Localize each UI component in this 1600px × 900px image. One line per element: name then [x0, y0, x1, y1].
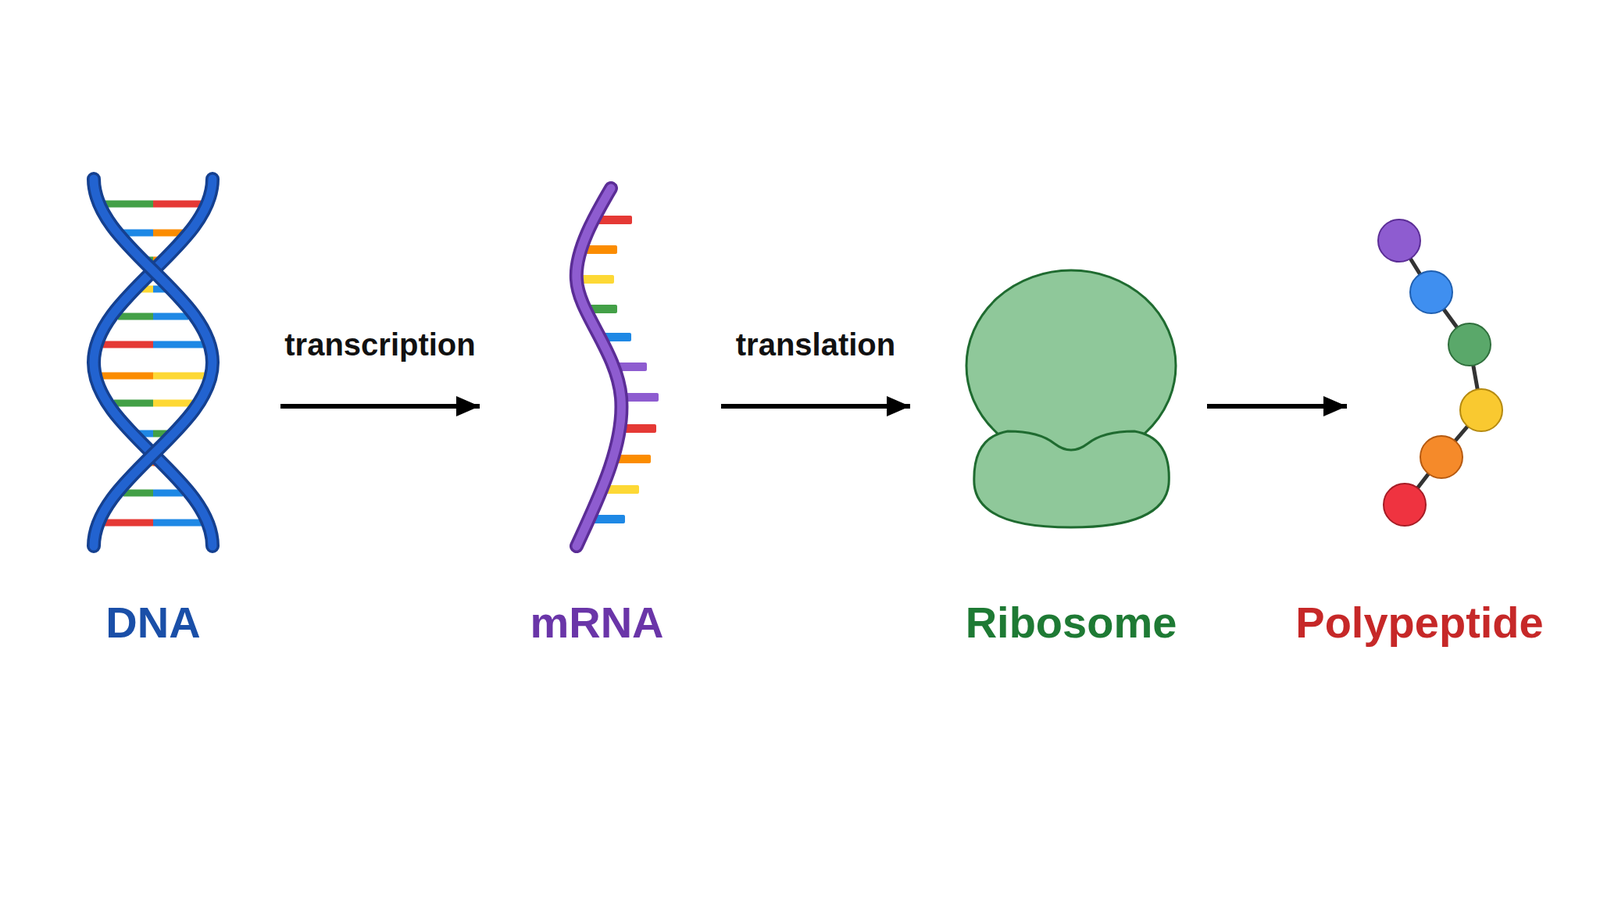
- node-label: DNA: [105, 596, 200, 649]
- base-pair: [153, 313, 189, 321]
- mrna-strand-group: [576, 188, 622, 547]
- mrna-strand: [576, 188, 622, 547]
- base-pair: [117, 313, 154, 321]
- base-pair: [104, 519, 154, 527]
- amino-acid: [1460, 389, 1503, 432]
- ribosome-node: Ribosome: [910, 171, 1208, 555]
- node-label: Polypeptide: [1295, 596, 1543, 649]
- base-pair: [153, 519, 202, 527]
- dna-strand: [93, 178, 213, 547]
- dna-strands: [93, 178, 213, 547]
- dna-node: DNA: [62, 171, 281, 555]
- dna-strand-outline: [93, 178, 213, 547]
- base-pair: [153, 341, 204, 349]
- ribosome-small-subunit: [974, 431, 1169, 528]
- polypeptide-node: Polypeptide: [1346, 171, 1550, 555]
- base-pair: [101, 372, 154, 380]
- base-pair: [153, 400, 193, 408]
- dna-strand-outline: [93, 178, 213, 547]
- base-pair: [114, 400, 154, 408]
- edge-label: transcription: [284, 325, 475, 364]
- mrna-strand-outline: [576, 188, 622, 547]
- base-pair: [153, 200, 201, 208]
- amino-acid: [1383, 483, 1426, 526]
- dna-strand: [93, 178, 213, 547]
- amino-acid: [1378, 219, 1421, 262]
- node-label: Ribosome: [965, 596, 1178, 649]
- base-pair: [105, 200, 154, 208]
- node-label: mRNA: [529, 596, 664, 649]
- polypeptide-chain: [1378, 219, 1503, 526]
- amino-acid: [1448, 323, 1491, 366]
- ribosome-large-subunit: [966, 270, 1176, 461]
- edge-label: translation: [735, 325, 896, 364]
- dna-base-pairs: [101, 203, 205, 523]
- process-arrow: [721, 403, 911, 409]
- base-pair: [153, 372, 205, 380]
- amino-acid: [1420, 435, 1463, 479]
- process-arrow: [280, 403, 480, 409]
- mrna-node: mRNA: [479, 171, 722, 555]
- base-pair: [103, 341, 154, 349]
- peptide-bond: [1399, 240, 1482, 505]
- process-arrow: [1207, 403, 1347, 409]
- amino-acid: [1410, 271, 1453, 314]
- ribosome-shape: [966, 270, 1176, 528]
